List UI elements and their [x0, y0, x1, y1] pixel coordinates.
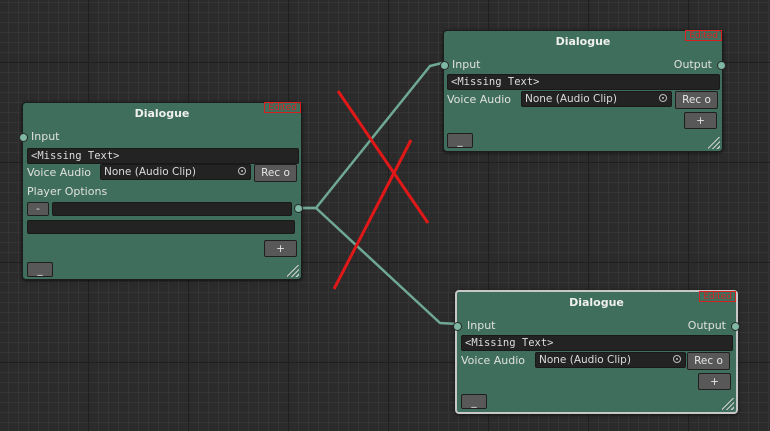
output-port[interactable] — [717, 61, 726, 70]
edited-badge: Edited — [264, 102, 301, 113]
voice-audio-field[interactable]: None (Audio Clip) — [521, 91, 672, 107]
output-port[interactable] — [731, 322, 740, 331]
voice-audio-value: None (Audio Clip) — [525, 93, 617, 105]
cross-mark-stroke-a — [336, 90, 430, 224]
cross-mark-stroke-b — [332, 139, 413, 290]
collapse-button[interactable]: _ — [447, 133, 473, 148]
player-option-field-1[interactable] — [52, 202, 292, 216]
voice-audio-label: Voice Audio — [27, 166, 92, 179]
output-label: Output — [673, 58, 712, 71]
resize-grip-icon[interactable] — [708, 137, 720, 149]
dialogue-node-bottom-right[interactable]: Dialogue Edited Input Output <Missing Te… — [453, 290, 740, 414]
input-port[interactable] — [453, 322, 462, 331]
record-button[interactable]: Rec o — [675, 91, 718, 109]
edge-to-top-node[interactable] — [298, 60, 447, 210]
player-options-label: Player Options — [27, 185, 108, 198]
dialogue-text-field[interactable]: <Missing Text> — [461, 335, 733, 351]
object-picker-icon[interactable] — [238, 167, 246, 175]
node-title: Dialogue — [555, 35, 611, 48]
voice-audio-field[interactable]: None (Audio Clip) — [535, 352, 686, 368]
record-button[interactable]: Rec o — [254, 164, 297, 182]
node-title: Dialogue — [134, 107, 190, 120]
object-picker-icon[interactable] — [673, 355, 681, 363]
voice-audio-value: None (Audio Clip) — [104, 166, 196, 178]
edge-to-bottom-node[interactable] — [298, 206, 459, 326]
input-port[interactable] — [440, 61, 449, 70]
input-port-row: Input — [19, 129, 301, 145]
remove-option-button[interactable]: - — [27, 202, 49, 216]
input-label: Input — [31, 130, 60, 143]
node-title-bar[interactable]: Dialogue Edited — [444, 30, 722, 53]
object-picker-icon[interactable] — [659, 94, 667, 102]
record-button[interactable]: Rec o — [687, 352, 730, 370]
collapse-button[interactable]: _ — [461, 394, 487, 409]
add-option-button[interactable]: + — [264, 240, 297, 257]
voice-audio-label: Voice Audio — [461, 354, 526, 367]
add-option-button[interactable]: + — [684, 112, 717, 129]
resize-grip-icon[interactable] — [722, 398, 734, 410]
add-option-button[interactable]: + — [698, 373, 731, 390]
dialogue-node-top-right[interactable]: Dialogue Edited Input Output <Missing Te… — [440, 30, 726, 152]
dialogue-node-left[interactable]: Dialogue Edited Input <Missing Text> Voi… — [19, 102, 302, 280]
collapse-button[interactable]: _ — [27, 262, 53, 277]
voice-audio-value: None (Audio Clip) — [539, 354, 631, 366]
output-label: Output — [687, 319, 726, 332]
node-title-bar[interactable]: Dialogue Edited — [23, 102, 301, 125]
input-port[interactable] — [19, 133, 28, 142]
resize-grip-icon[interactable] — [287, 265, 299, 277]
node-title: Dialogue — [569, 296, 624, 309]
node-title-bar[interactable]: Dialogue Edited — [457, 291, 736, 314]
output-port-left[interactable] — [294, 204, 303, 213]
voice-audio-field[interactable]: None (Audio Clip) — [100, 164, 251, 180]
voice-audio-label: Voice Audio — [447, 93, 512, 106]
player-option-field-2[interactable] — [27, 220, 295, 234]
edited-badge: Edited — [685, 30, 722, 41]
dialogue-text-field[interactable]: <Missing Text> — [27, 148, 299, 164]
port-row: Input Output — [453, 318, 740, 334]
dialogue-text-field[interactable]: <Missing Text> — [447, 74, 720, 90]
port-row: Input Output — [440, 57, 726, 73]
input-label: Input — [452, 58, 481, 71]
edited-badge: Edited — [699, 291, 736, 302]
input-label: Input — [467, 319, 496, 332]
